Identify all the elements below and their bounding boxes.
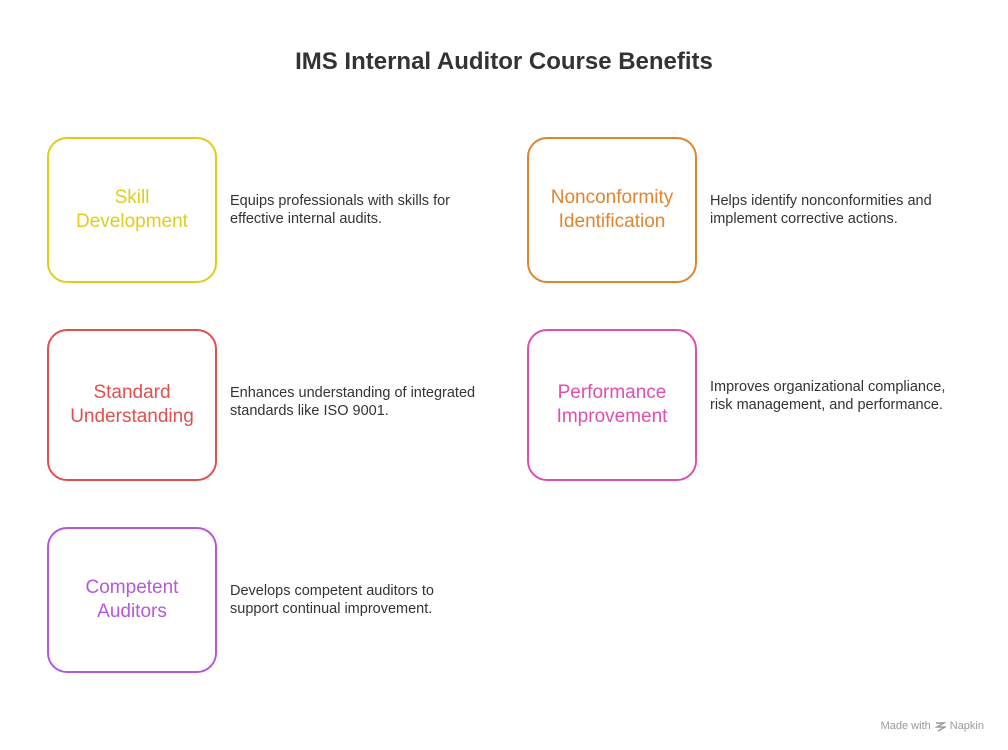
card-label: Standard Understanding <box>70 382 194 427</box>
description-competent-auditors: Develops competent auditors to support c… <box>230 583 434 617</box>
card-nonconformity-identification: Nonconformity Identification <box>527 137 697 283</box>
card-skill-development: Skill Development <box>47 137 217 283</box>
card-label: Nonconformity Identification <box>550 187 674 232</box>
description-standard-understanding: Enhances understanding of integrated sta… <box>230 385 476 419</box>
napkin-logo-icon <box>934 721 946 732</box>
card-label: Skill Development <box>76 187 188 232</box>
card-standard-understanding: Standard Understanding <box>47 329 217 481</box>
napkin-watermark: Made with Napkin <box>881 720 984 732</box>
description-nonconformity-identification: Helps identify nonconformities and imple… <box>710 193 932 227</box>
diagram-title: IMS Internal Auditor Course Benefits <box>295 48 713 75</box>
card-performance-improvement: Performance Improvement <box>527 329 697 481</box>
card-label: Competent Auditors <box>85 577 179 622</box>
description-performance-improvement: Improves organizational compliance, risk… <box>710 379 946 413</box>
card-competent-auditors: Competent Auditors <box>47 527 217 673</box>
card-label: Performance Improvement <box>556 382 668 427</box>
napkin-brand-label: Napkin <box>949 720 984 732</box>
description-skill-development: Equips professionals with skills for eff… <box>230 193 451 227</box>
made-with-label: Made with <box>880 720 931 732</box>
